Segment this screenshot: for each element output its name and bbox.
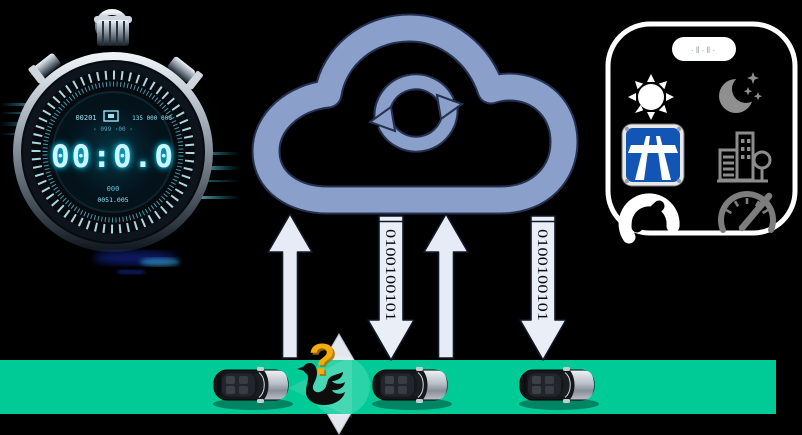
stopwatch-pusher-right xyxy=(167,56,203,90)
data-arrows xyxy=(267,213,567,361)
panel-border xyxy=(605,21,798,236)
cars xyxy=(213,366,599,410)
upload-arrow-2 xyxy=(423,213,469,359)
upload-arrow-1 xyxy=(267,213,313,359)
stopwatch-top-left-display: 00201 xyxy=(75,114,96,122)
speedometer-icon xyxy=(718,191,776,233)
download-arrow-1 xyxy=(367,215,415,361)
stopwatch-icon: 00201 135 000 000 ‹ 099 ‹00 › 00:0.0 00:… xyxy=(0,0,240,290)
svg-text:00:0.0: 00:0.0 xyxy=(51,139,175,175)
stopwatch-pusher-left xyxy=(28,53,61,84)
svg-text:?: ? xyxy=(311,337,338,386)
question-mark: ? xyxy=(309,335,336,384)
motorway-sign-icon xyxy=(621,123,685,187)
sync-arrows-icon xyxy=(367,73,465,153)
binary-string-2: 0100100101 xyxy=(534,229,550,321)
binary-string-1: 0100100101 xyxy=(382,229,398,321)
cloud-icon xyxy=(251,13,579,215)
sensor-beam xyxy=(288,356,352,418)
moon-stars-icon xyxy=(719,72,763,113)
speedometer-needle xyxy=(738,192,773,232)
car-top-view-icon-2 xyxy=(372,366,448,404)
car-top-view-icon-1 xyxy=(213,366,289,404)
stopwatch-bottom-display-1: 000 xyxy=(107,185,120,193)
car-top-view-icon-3 xyxy=(519,366,595,404)
curvy-road-icon xyxy=(618,193,680,244)
black-swan-icon xyxy=(297,363,345,405)
download-arrow-2 xyxy=(519,215,567,361)
stopwatch-mid-display: ‹ 099 ‹00 › xyxy=(93,126,133,133)
odd-panel: ·‖·‖· xyxy=(605,21,798,244)
stopwatch-main-display: 00:0.0 xyxy=(51,139,175,175)
sun-icon xyxy=(628,74,674,120)
stopwatch-crown xyxy=(97,20,129,46)
stopwatch-top-right-display: 135 000 000 xyxy=(132,115,172,122)
svg-text:00:0.0: 00:0.0 xyxy=(51,139,175,175)
stopwatch-bottom-display-2: 0051.005 xyxy=(97,196,128,204)
city-icon xyxy=(717,131,772,183)
panel-pill xyxy=(672,37,736,61)
panel-pill-marks: ·‖·‖· xyxy=(691,45,717,55)
